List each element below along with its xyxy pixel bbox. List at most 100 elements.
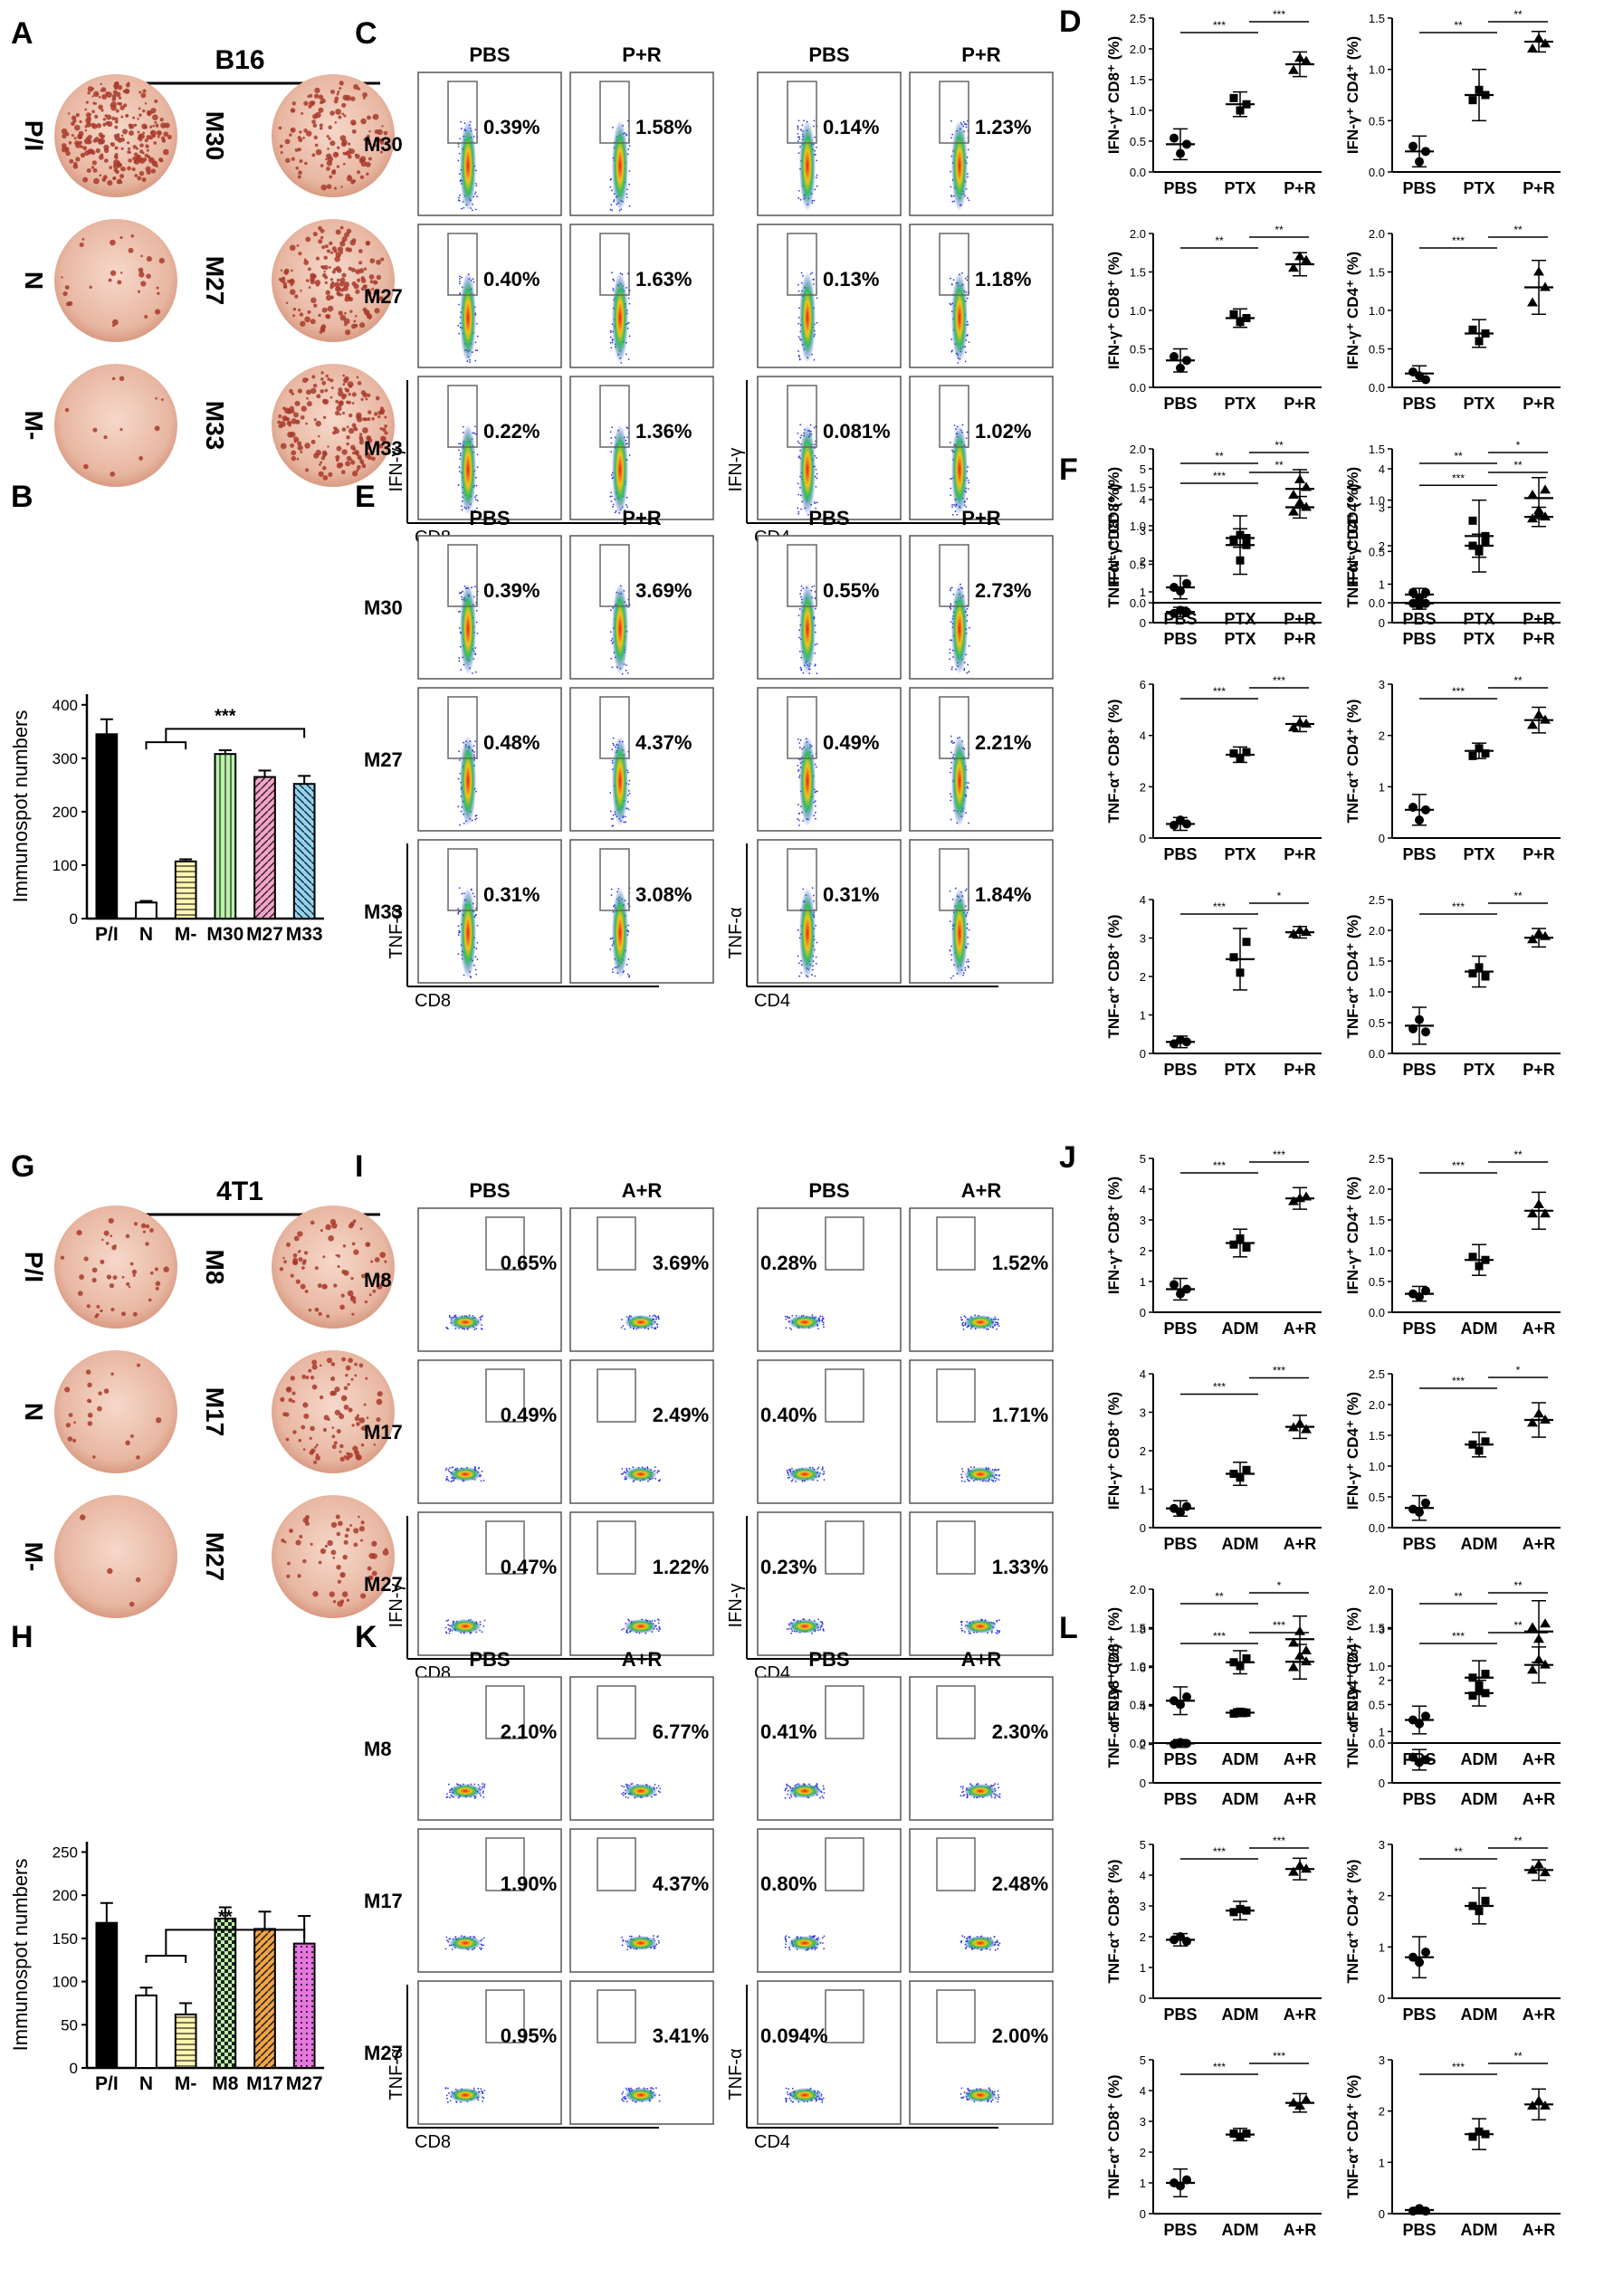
spot	[351, 402, 355, 405]
spot	[130, 1434, 134, 1438]
event-dot	[474, 499, 477, 500]
spot	[343, 1386, 348, 1391]
spot	[380, 257, 385, 262]
flow-plot-frame	[569, 224, 714, 368]
event-dot	[811, 586, 814, 588]
spot	[368, 315, 372, 319]
event-dot	[624, 1328, 626, 1330]
event-dot	[626, 443, 628, 445]
event-dot	[789, 1786, 791, 1788]
event-dot	[448, 1467, 451, 1469]
event-dot	[453, 1479, 454, 1481]
spot	[91, 110, 95, 114]
event-dot	[820, 2098, 823, 2101]
event-dot	[785, 2097, 787, 2100]
event-dot	[657, 1939, 660, 1942]
spot	[313, 303, 318, 308]
flow-plot-frame	[417, 1828, 562, 1973]
event-dot	[461, 505, 463, 508]
event-dot	[813, 426, 816, 429]
spot	[287, 280, 291, 283]
event-dot	[476, 924, 479, 927]
spot	[336, 268, 342, 273]
event-dot	[480, 1480, 482, 1482]
flow-gate-percent: 0.48%	[483, 731, 539, 754]
event-dot	[960, 1621, 963, 1624]
sig-stars: **	[1275, 224, 1284, 236]
event-dot	[821, 1937, 824, 1939]
spot	[113, 167, 119, 173]
event-dot	[479, 1786, 481, 1788]
flow-plot-frame	[569, 1676, 714, 1821]
flow-y-label: IFN-γ	[726, 1584, 746, 1628]
spot	[363, 417, 368, 422]
y-tick-label: 0	[70, 910, 78, 928]
spot	[338, 310, 343, 316]
y-tick-label: 0	[70, 2060, 78, 2077]
event-dot	[997, 1941, 998, 1944]
spot	[93, 91, 100, 98]
spot	[131, 167, 136, 172]
spot	[142, 1230, 146, 1234]
event-dot	[816, 159, 818, 162]
event-dot	[967, 663, 969, 666]
spot	[320, 389, 324, 394]
y-tick-label: 1.0	[1369, 63, 1385, 77]
event-dot	[811, 974, 813, 976]
event-dot	[814, 597, 816, 599]
y-tick-label: 250	[53, 1843, 78, 1861]
event-dot	[813, 358, 816, 361]
spot	[138, 272, 145, 278]
spot	[74, 140, 80, 146]
spot	[335, 252, 341, 258]
spot	[100, 87, 107, 92]
spot	[329, 278, 334, 281]
spot	[155, 1281, 161, 1286]
spot	[342, 374, 346, 377]
spot	[350, 1377, 354, 1381]
spot	[358, 1363, 364, 1368]
event-dot	[626, 506, 629, 509]
spot	[345, 1365, 351, 1371]
spot	[296, 419, 300, 423]
event-dot	[787, 1477, 789, 1479]
event-dot	[797, 482, 799, 485]
spot	[302, 136, 305, 139]
event-dot	[658, 2094, 661, 2096]
event-dot	[458, 449, 460, 452]
flow-row-label: M17	[364, 1890, 403, 1912]
event-dot	[458, 443, 460, 445]
spot	[77, 1291, 83, 1296]
spot	[326, 153, 332, 159]
spot	[360, 1273, 366, 1279]
spot	[319, 126, 323, 130]
spot	[350, 1277, 354, 1281]
event-dot	[990, 1632, 993, 1634]
event-dot	[628, 335, 631, 338]
event-dot	[463, 823, 465, 824]
event-dot	[480, 1948, 482, 1951]
spot	[83, 463, 89, 470]
spot	[373, 412, 378, 416]
flow-gate-percent: 0.40%	[483, 268, 539, 291]
flow-plot-frame	[757, 1359, 902, 1504]
event-dot	[611, 824, 614, 827]
spot	[92, 138, 98, 143]
data-point	[1229, 310, 1238, 319]
spot	[323, 264, 329, 271]
spot	[100, 1259, 105, 1264]
flow-row-label: M27	[364, 2042, 403, 2064]
spot	[346, 1598, 350, 1602]
spot	[285, 157, 291, 164]
event-dot	[815, 956, 817, 958]
spot	[150, 129, 157, 137]
spot	[342, 383, 346, 386]
y-axis-label: Immunospot numbers	[9, 710, 32, 903]
spot	[84, 150, 91, 157]
spot	[365, 1377, 368, 1380]
spot	[340, 1574, 344, 1577]
spot	[349, 310, 353, 313]
spot	[374, 144, 377, 148]
bar	[95, 733, 119, 919]
event-dot	[444, 1626, 447, 1629]
